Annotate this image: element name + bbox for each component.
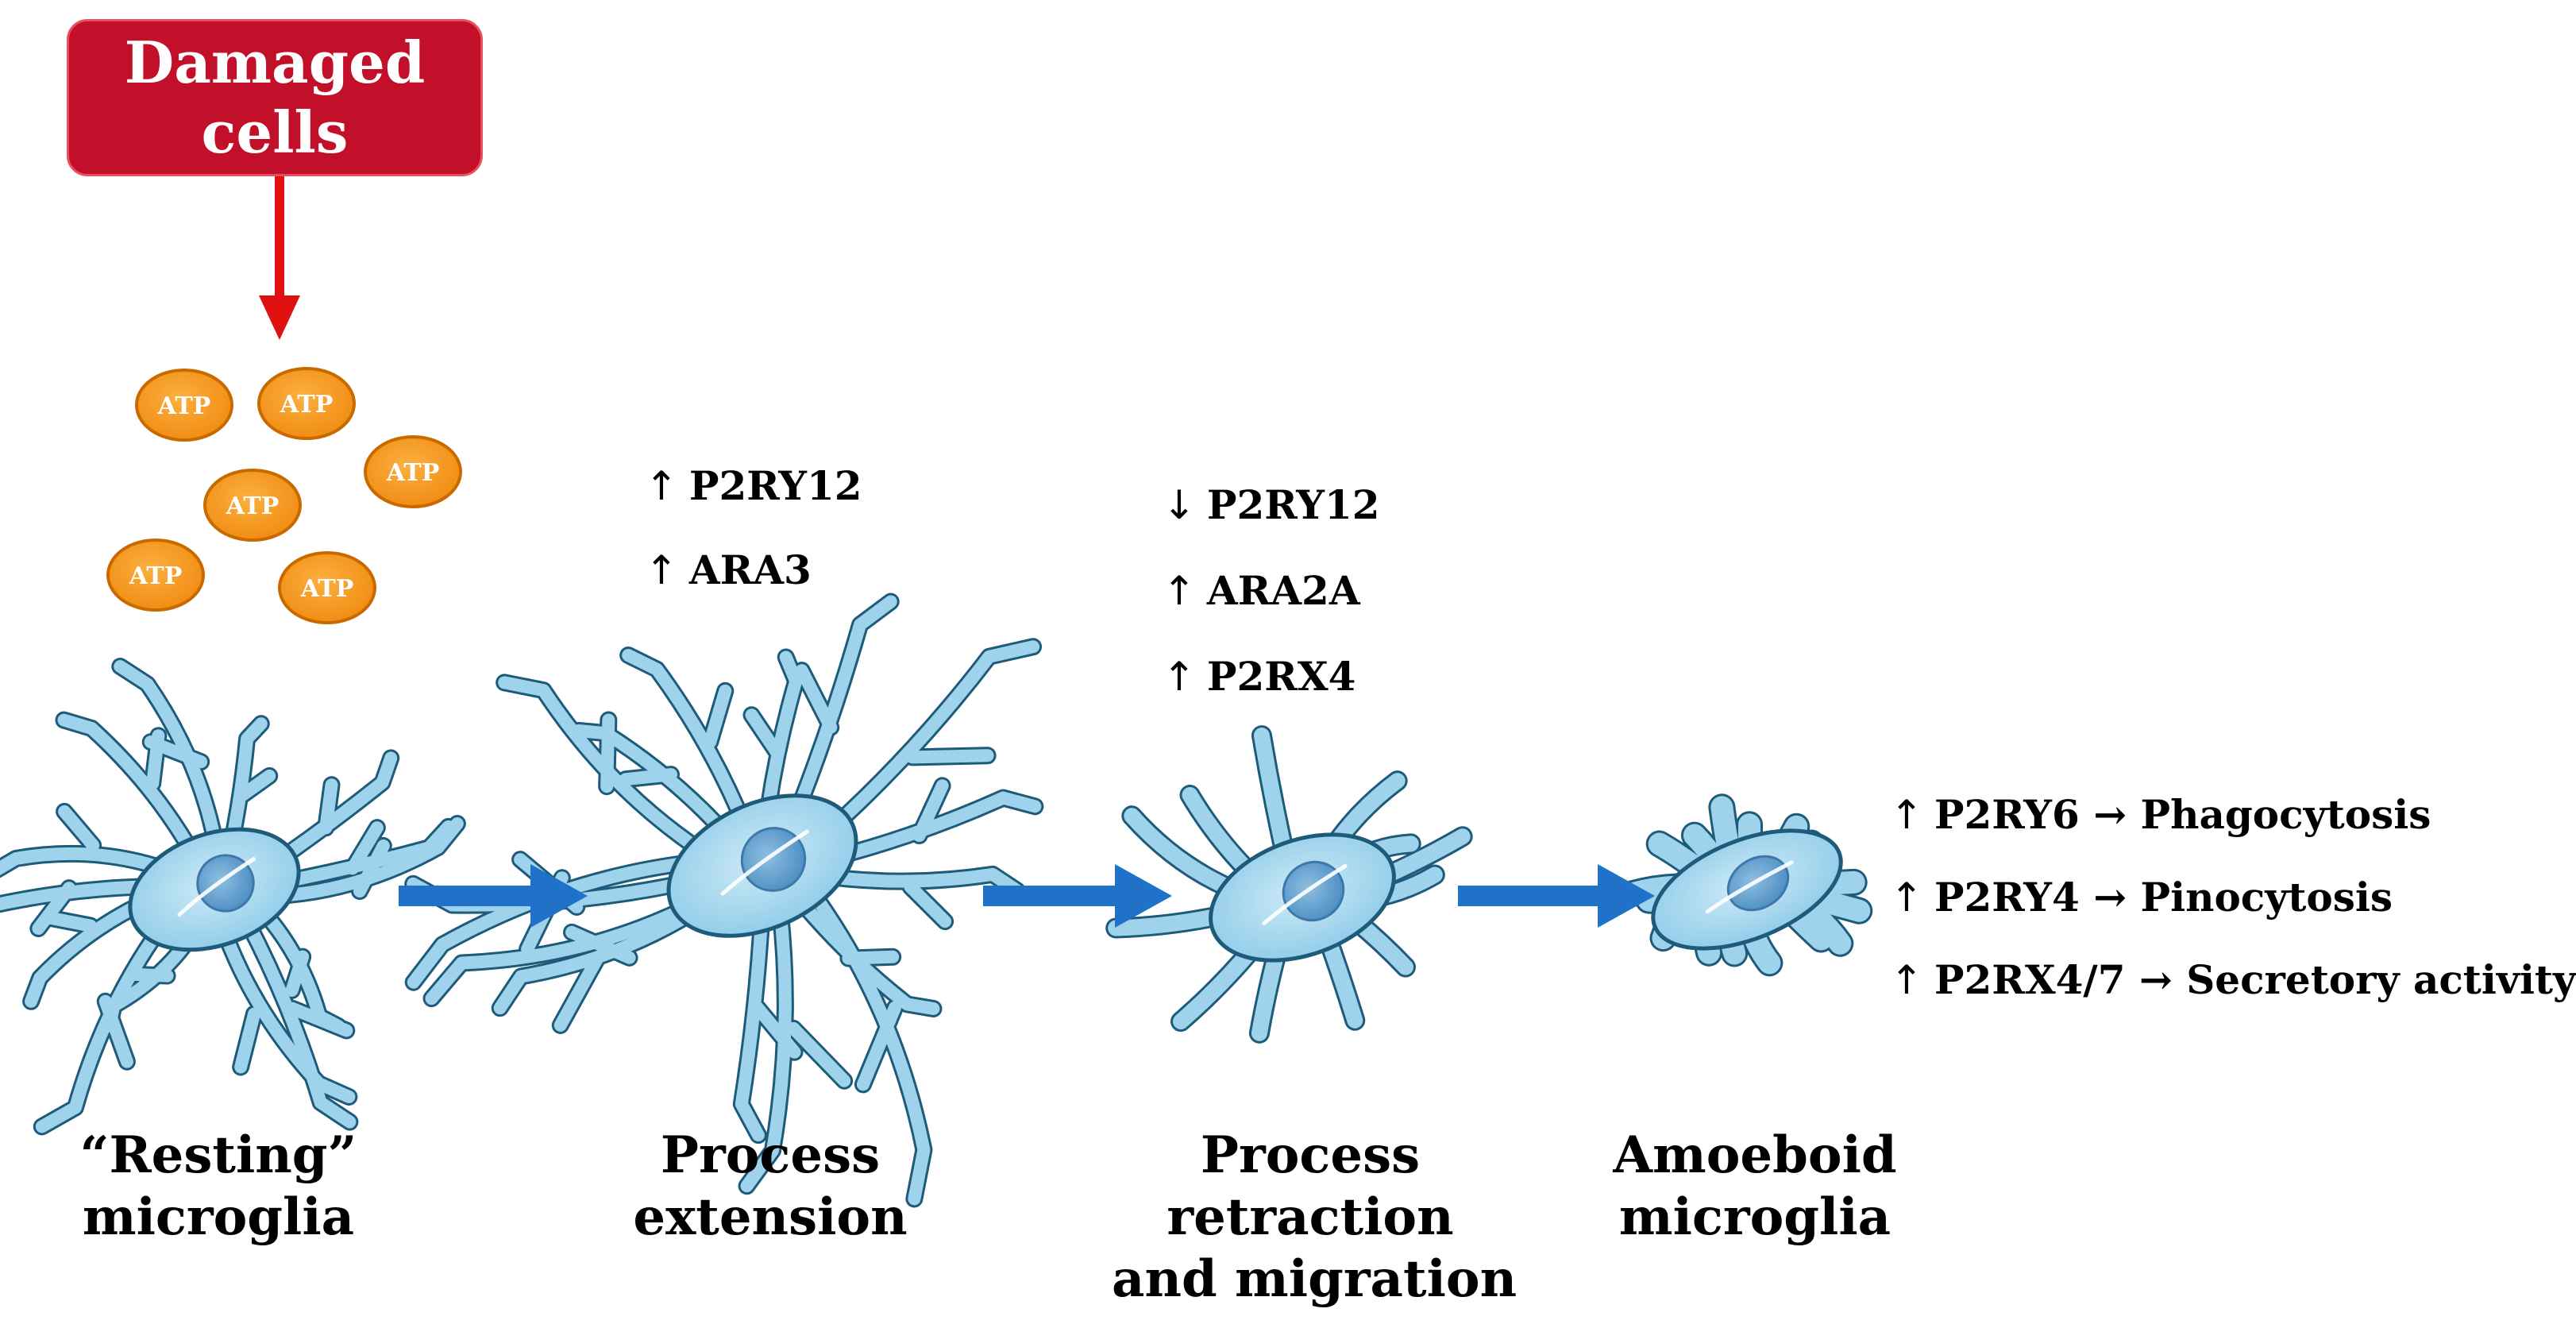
svg-text:ATP: ATP <box>300 575 354 603</box>
up-arrow-icon: ↑ <box>1890 792 1923 838</box>
atp-molecule: ATP <box>135 369 233 442</box>
stage-2-label: Process extension <box>633 1125 908 1247</box>
stage-1-label: “Resting” microglia <box>79 1125 357 1247</box>
atp-molecule: ATP <box>203 469 302 542</box>
damaged-cells-line-1: Damaged <box>124 29 426 96</box>
microglia-cell-3 <box>1105 725 1473 1044</box>
atp-molecules: ATP ATP ATP ATP ATP ATP <box>106 367 462 624</box>
up-arrow-icon: ↑ <box>1163 568 1196 614</box>
progression-arrow-1 <box>399 864 588 928</box>
stage-3-marker-3: ↑P2RX4 <box>1163 653 1356 700</box>
progression-arrow-3 <box>1458 864 1655 928</box>
stage-3-marker-2: ↑ARA2A <box>1163 567 1360 614</box>
up-arrow-icon: ↑ <box>645 463 678 509</box>
progression-arrow-2 <box>983 864 1172 928</box>
up-arrow-icon: ↑ <box>1890 957 1923 1003</box>
stage-4-label: Amoeboid microglia <box>1613 1125 1897 1247</box>
svg-text:ATP: ATP <box>157 392 211 420</box>
microglia-cells <box>0 593 1873 1208</box>
progression-arrows <box>399 864 1655 928</box>
down-arrow-icon: ↓ <box>1163 482 1196 528</box>
damaged-cells-box: Damaged cells <box>67 19 483 176</box>
atp-molecule: ATP <box>364 435 462 508</box>
up-arrow-icon: ↑ <box>1890 874 1923 921</box>
atp-molecule: ATP <box>106 538 205 612</box>
stage-2-marker-1: ↑P2RY12 <box>645 462 862 509</box>
up-arrow-icon: ↑ <box>1163 654 1196 700</box>
stage-4-marker-2: ↑P2RY4 → Pinocytosis <box>1890 874 2393 921</box>
stage-4-marker-1: ↑P2RY6 → Phagocytosis <box>1890 791 2431 838</box>
svg-text:ATP: ATP <box>280 391 334 419</box>
stage-3-marker-1: ↓P2RY12 <box>1163 481 1380 528</box>
microglia-cell-2 <box>404 593 1044 1208</box>
damaged-cells-line-2: cells <box>201 98 349 166</box>
atp-molecule: ATP <box>278 551 376 624</box>
stage-4-marker-3: ↑P2RX4/7 → Secretory activity <box>1890 956 2576 1003</box>
microglia-cell-4 <box>1619 793 1873 977</box>
microglia-cell-1 <box>0 658 466 1136</box>
svg-text:ATP: ATP <box>129 562 183 590</box>
stage-2-marker-2: ↑ARA3 <box>645 546 812 593</box>
stage-3-label: Process retraction and migration <box>1112 1125 1517 1309</box>
svg-text:ATP: ATP <box>226 492 280 520</box>
up-arrow-icon: ↑ <box>645 547 678 593</box>
atp-molecule: ATP <box>257 367 356 440</box>
release-arrow <box>259 176 300 340</box>
svg-text:ATP: ATP <box>386 459 440 487</box>
